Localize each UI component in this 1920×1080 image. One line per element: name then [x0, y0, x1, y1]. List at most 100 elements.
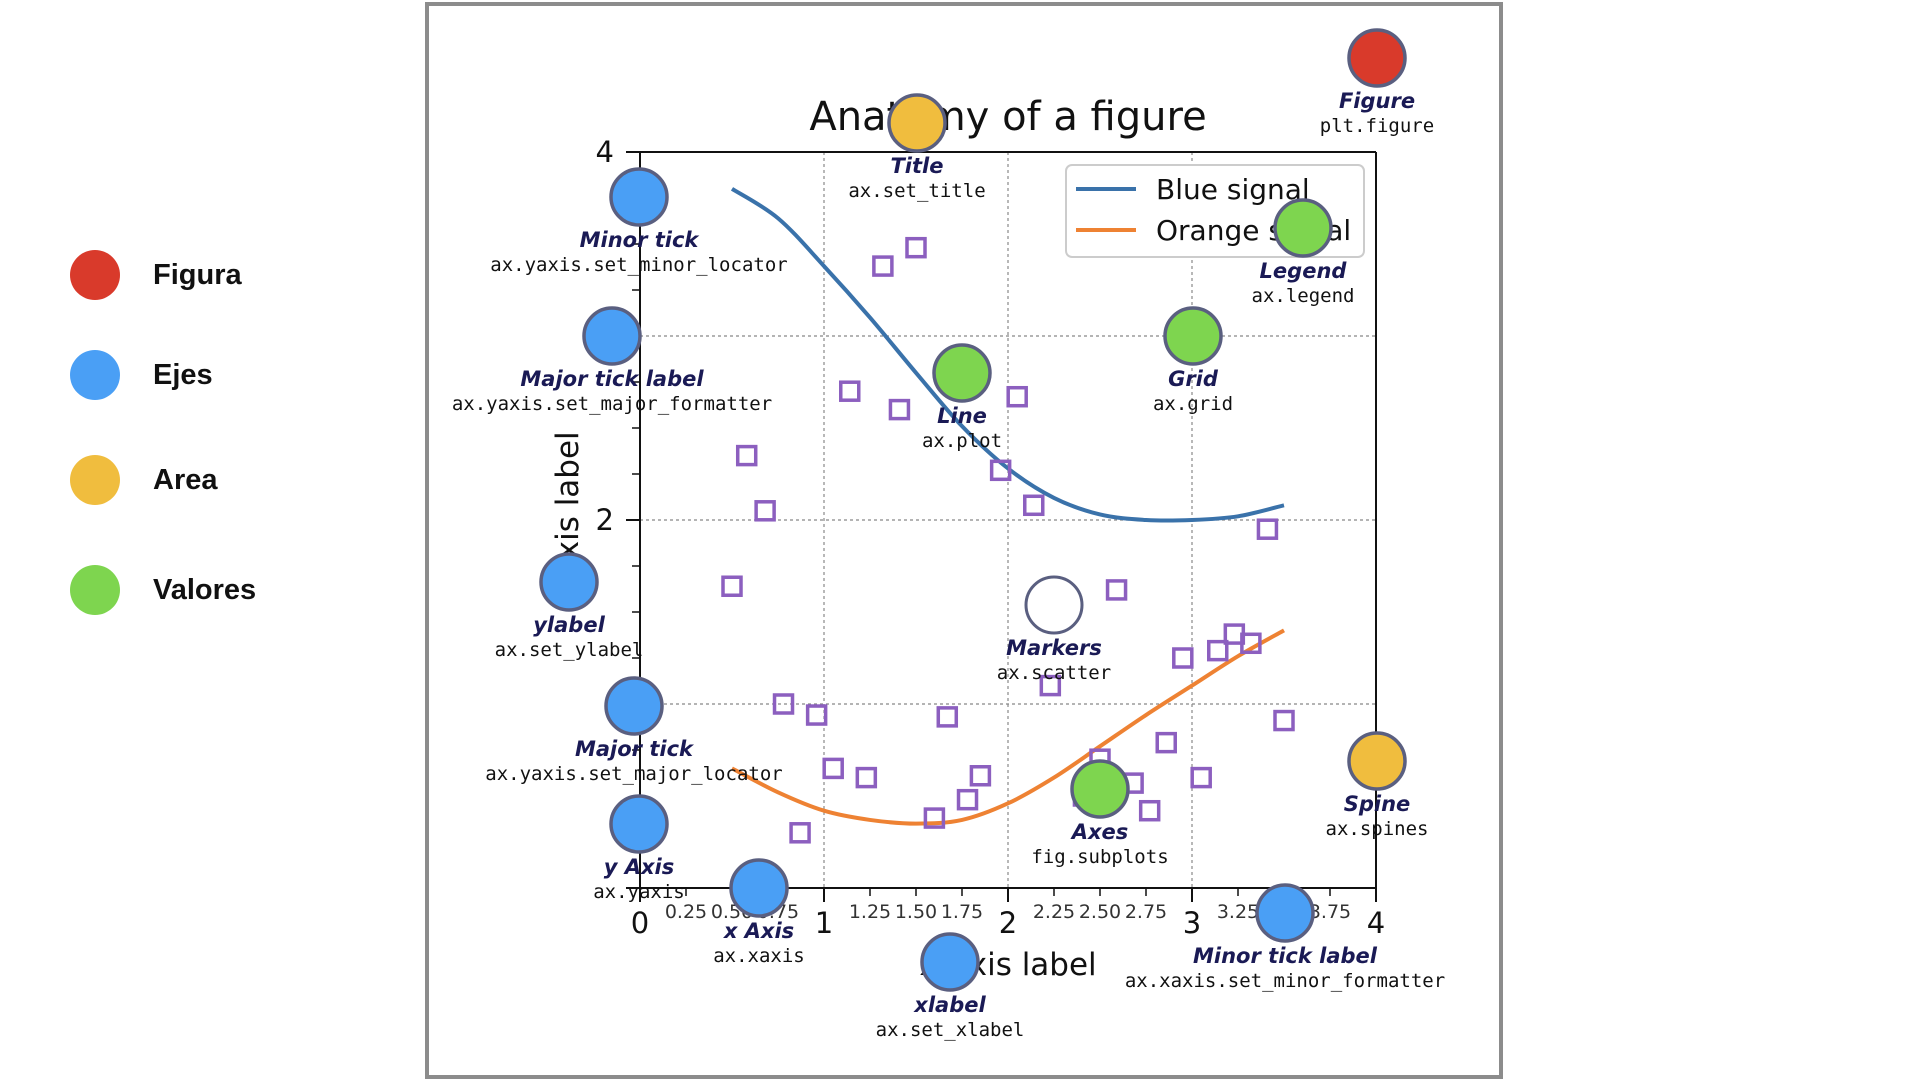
annotation-code: fig.subplots	[1031, 846, 1168, 868]
annotation-code: ax.legend	[1252, 285, 1355, 307]
scatter-marker	[888, 398, 911, 421]
key-label-area: Area	[153, 463, 218, 496]
annotation-code: ax.grid	[1153, 393, 1233, 415]
annotation-minor-tick-label: Minor tick labelax.xaxis.set_minor_forma…	[1125, 883, 1445, 992]
annotation-name: Axes	[1070, 820, 1129, 844]
annotation-dot-icon	[920, 932, 980, 992]
scatter-marker	[754, 500, 776, 522]
annotation-code: ax.scatter	[997, 662, 1111, 684]
x-major-tick-label: 0	[631, 906, 649, 940]
scatter-marker	[1256, 518, 1279, 540]
annotation-name: xlabel	[913, 993, 986, 1017]
annotation-dot-icon	[609, 167, 669, 227]
annotation-name: Legend	[1260, 259, 1348, 283]
x-minor-tick-label: 2.50	[1079, 901, 1121, 923]
x-minor-tick-label: 2.75	[1125, 901, 1167, 923]
scatter-marker	[1273, 709, 1295, 732]
scatter-marker	[1023, 494, 1045, 517]
scatter-marker	[805, 704, 828, 726]
scatter-marker	[772, 693, 795, 715]
annotation-code: ax.set_ylabel	[495, 639, 644, 661]
scatter-marker	[989, 459, 1012, 482]
annotation-code: ax.yaxis	[593, 881, 685, 903]
figura-dot-icon	[70, 250, 120, 300]
scatter-marker	[956, 788, 979, 811]
x-major-tick-label: 4	[1367, 906, 1385, 940]
annotation-dot-icon	[604, 676, 664, 736]
y-major-tick-label: 2	[596, 503, 614, 537]
scatter-marker	[1006, 385, 1028, 408]
annotation-code: ax.yaxis.set_major_locator	[485, 763, 782, 785]
key-item-ejes: Ejes	[70, 350, 370, 400]
annotation-dot-icon	[1273, 198, 1333, 258]
x-major-tick-label: 2	[999, 906, 1017, 940]
x-minor-tick-label: 1.50	[895, 901, 937, 923]
annotation-major-tick-label: Major tick labelax.yaxis.set_major_forma…	[452, 306, 772, 415]
x-minor-tick-label: 3.75	[1309, 901, 1351, 923]
blue-signal-line	[730, 187, 1285, 523]
key-item-valores: Valores	[70, 565, 370, 615]
annotation-dot-icon	[609, 794, 669, 854]
annotation-dot-icon	[539, 552, 599, 612]
annotation-code: ax.set_title	[848, 180, 985, 202]
key-item-area: Area	[70, 455, 370, 505]
annotation-dot-icon	[887, 93, 947, 153]
scatter-marker	[721, 575, 743, 597]
annotation-name: Markers	[1006, 636, 1102, 660]
annotation-name: Minor tick	[580, 228, 701, 252]
annotation-name: x Axis	[723, 919, 794, 943]
scatter-marker	[1138, 799, 1161, 822]
scatter-marker	[923, 807, 946, 829]
annotation-name: ylabel	[533, 613, 605, 637]
annotation-name: Spine	[1344, 792, 1411, 816]
scatter-marker	[1190, 766, 1212, 789]
x-minor-tick-label: 2.25	[1033, 901, 1075, 923]
key-label-valores: Valores	[153, 573, 257, 606]
markers	[721, 236, 1295, 844]
key-label-ejes: Ejes	[153, 358, 213, 391]
chart-title: Anatomy of a figure	[809, 94, 1206, 140]
annotation-name: Title	[890, 154, 943, 178]
scatter-marker	[969, 765, 992, 787]
annotation-name: Major tick label	[520, 367, 704, 391]
annotation-name: Grid	[1168, 367, 1219, 391]
annotation-code: ax.plot	[922, 430, 1002, 452]
annotation-code: ax.xaxis	[713, 945, 805, 967]
annotation-code: ax.xaxis.set_minor_formatter	[1125, 970, 1445, 992]
annotation-code: ax.yaxis.set_minor_locator	[490, 254, 787, 276]
scatter-marker	[1039, 674, 1062, 697]
scatter-marker	[822, 757, 844, 780]
scatter-marker	[1207, 639, 1229, 662]
scatter-marker	[1105, 579, 1128, 601]
annotation-name: Figure	[1339, 89, 1415, 113]
annotation-dot-icon	[1347, 28, 1407, 88]
area-dot-icon	[70, 455, 120, 505]
x-minor-tick-label: 1.25	[849, 901, 891, 923]
key-label-figura: Figura	[153, 258, 242, 291]
x-major-tick-label: 3	[1183, 906, 1201, 940]
annotation-dot-icon	[582, 306, 642, 366]
x-minor-tick-label: 1.75	[941, 901, 983, 923]
annotation-code: ax.spines	[1326, 818, 1429, 840]
annotation-name: Minor tick label	[1193, 944, 1378, 968]
ejes-dot-icon	[70, 350, 120, 400]
annotation-dot-icon	[932, 343, 992, 403]
annotation-code: ax.set_xlabel	[876, 1019, 1025, 1041]
scatter-marker	[789, 822, 811, 844]
x-major-tick-label: 1	[815, 906, 833, 940]
key-item-figura: Figura	[70, 250, 370, 300]
series	[730, 187, 1285, 826]
